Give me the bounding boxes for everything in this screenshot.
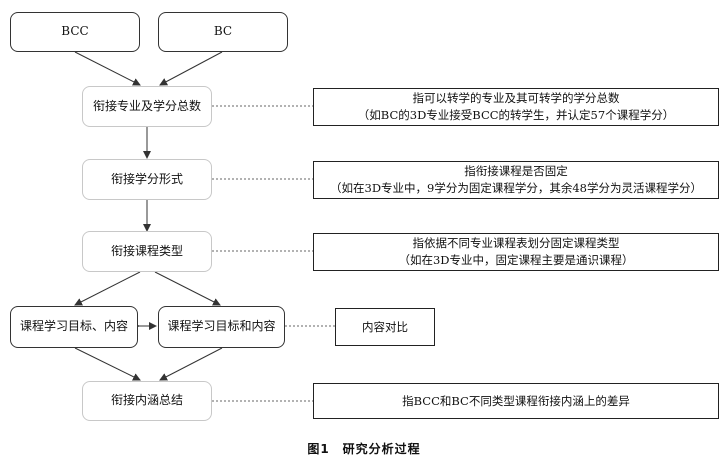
note-course-type-line2: （如在3D专业中，固定课程主要是通识课程） <box>398 253 634 267</box>
note-credit-form-line2: （如在3D专业中，9学分为固定课程学分，其余48学分为灵活课程学分） <box>330 181 702 195</box>
node-goals-right: 课程学习目标和内容 <box>158 306 285 348</box>
note-summary-line1: 指BCC和BC不同类型课程衔接内涵上的差异 <box>402 393 630 408</box>
figure-caption: 图1 研究分析过程 <box>307 442 421 456</box>
note-credit-form-line1: 指衔接课程是否固定 <box>464 164 568 179</box>
note-total-credits-line2: （如BC的3D专业接受BCC的转学生，并认定57个课程学分） <box>357 108 675 122</box>
note-course-type-line1: 指依据不同专业课程表划分固定课程类型 <box>412 236 620 251</box>
note-credit-form: 指衔接课程是否固定 （如在3D专业中，9学分为固定课程学分，其余48学分为灵活课… <box>313 161 719 199</box>
node-summary: 衔接内涵总结 <box>82 381 212 421</box>
node-goals-left: 课程学习目标、内容 <box>10 306 138 348</box>
node-total-credits: 衔接专业及学分总数 <box>82 86 212 127</box>
node-bc-label: BC <box>213 24 233 39</box>
node-total-credits-label: 衔接专业及学分总数 <box>92 98 201 113</box>
node-credit-form: 衔接学分形式 <box>82 159 212 200</box>
node-credit-form-label: 衔接学分形式 <box>110 171 183 186</box>
node-goals-right-label: 课程学习目标和内容 <box>167 319 276 334</box>
arrow-type-to-goals-left <box>74 271 141 306</box>
node-summary-label: 衔接内涵总结 <box>110 393 183 408</box>
node-course-type: 衔接课程类型 <box>82 231 212 272</box>
arrow-type-to-goals-right <box>154 271 221 306</box>
note-goals-line1: 内容对比 <box>362 319 408 334</box>
note-goals: 内容对比 <box>335 308 435 346</box>
arrow-goals-right-to-summary <box>159 347 223 381</box>
node-goals-left-label: 课程学习目标、内容 <box>19 319 128 334</box>
note-total-credits: 指可以转学的专业及其可转学的学分总数 （如BC的3D专业接受BCC的转学生，并认… <box>313 88 719 126</box>
note-total-credits-line1: 指可以转学的专业及其可转学的学分总数 <box>412 91 620 106</box>
arrow-bc-to-total <box>159 51 223 86</box>
node-course-type-label: 衔接课程类型 <box>110 243 183 258</box>
note-course-type: 指依据不同专业课程表划分固定课程类型 （如在3D专业中，固定课程主要是通识课程） <box>313 233 719 271</box>
note-summary: 指BCC和BC不同类型课程衔接内涵上的差异 <box>313 383 719 419</box>
node-bc: BC <box>158 12 288 52</box>
arrow-goals-left-to-summary <box>74 347 141 381</box>
node-bcc: BCC <box>10 12 140 52</box>
node-bcc-label: BCC <box>61 24 89 39</box>
arrow-bcc-to-total <box>74 51 141 86</box>
